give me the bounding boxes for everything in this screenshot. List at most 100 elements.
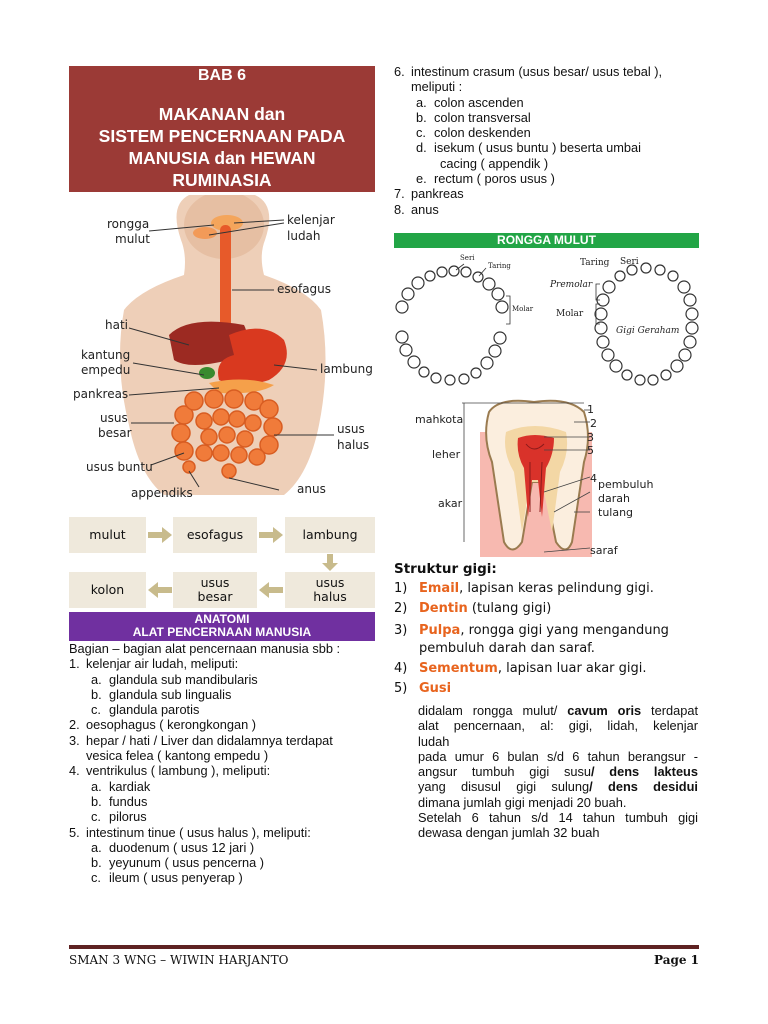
label-tulang: tulang	[598, 506, 634, 519]
list-item-number: 8.	[394, 201, 405, 217]
list-item-number: 3.	[69, 732, 80, 748]
tooth-structure-figure: mahkota leher akar 1 2 3 5 4 pembuluh da…	[394, 392, 699, 560]
label-mahkota: mahkota	[415, 413, 464, 426]
list-item: e.rectum ( poros usus )	[394, 171, 699, 186]
dental-arch-illustration	[395, 262, 699, 386]
struktur-item-term: Gusi	[419, 681, 452, 696]
title-line-3: MANUSIA dan HEWAN	[128, 148, 316, 168]
footer-page-number: Page 1	[654, 953, 700, 967]
list-item-text: glandula sub lingualis	[109, 686, 232, 702]
struktur-item: 2) Dentin (tulang gigi)	[394, 601, 699, 616]
struktur-item-desc: (tulang gigi)	[467, 601, 552, 616]
para-line: didalam rongga mulut/ cavum oris terdapa…	[418, 703, 698, 718]
struktur-item-term: Dentin	[419, 601, 468, 616]
list-item-number: 2.	[69, 717, 80, 733]
label-num-5: 5	[587, 444, 594, 457]
tooth-cross-section-illustration	[462, 399, 592, 557]
list-item-number: c.	[91, 809, 101, 825]
anatomi-heading: ANATOMI ALAT PENCERNAAN MANUSIA	[69, 612, 375, 641]
struktur-item-desc: , rongga gigi yang mengandung	[460, 623, 669, 638]
arrow-left-icon	[148, 582, 172, 598]
list-item-number: c.	[416, 125, 426, 141]
label-premolar: Premolar	[550, 280, 593, 290]
list-item-number: 4.	[69, 763, 80, 779]
anatomi-heading-line2: ALAT PENCERNAAN MANUSIA	[132, 625, 312, 639]
footer-divider	[69, 945, 699, 949]
struktur-item: 3)Pulpa, rongga gigi yang mengandung	[394, 623, 699, 638]
flow-usus-halus: usus halus	[285, 572, 375, 608]
struktur-item-number: 4)	[394, 661, 408, 676]
list-item-text: intestinum crasum (usus besar/ usus teba…	[411, 64, 663, 79]
struktur-item-term: Pulpa	[419, 623, 461, 638]
struktur-item: pembuluh darah dan saraf.	[394, 641, 699, 656]
struktur-item-desc: , lapisan luar akar gigi.	[497, 661, 647, 676]
list-item: c.colon deskenden	[394, 125, 699, 140]
para-text: yang disusul gigi sulung	[418, 779, 590, 795]
label-gigi-geraham: Gigi Geraham	[616, 326, 680, 336]
label-usus-halus-1: usus	[337, 422, 365, 436]
label-num-4: 4	[590, 472, 597, 485]
label-hati: hati	[105, 318, 128, 332]
para-line: dimana jumlah gigi menjadi 20 buah.	[418, 794, 627, 810]
para-line: angsur tumbuh gigi susu/ dens lakteus	[418, 764, 698, 779]
list-item: b.fundus	[69, 794, 375, 809]
rongga-mulut-paragraph: didalam rongga mulut/ cavum oris terdapa…	[418, 703, 698, 841]
struktur-gigi-heading: Struktur gigi:	[394, 561, 497, 577]
list-item-text: vesica felea ( kantong empedu )	[86, 748, 269, 764]
list-item: b.glandula sub lingualis	[69, 687, 375, 702]
digestive-system-figure: rongga mulut kelenjar ludah esofagus hat…	[69, 191, 375, 507]
label-num-1: 1	[587, 403, 594, 416]
list-item-text: kardiak	[109, 778, 151, 794]
title-line-1: MAKANAN dan	[158, 104, 286, 124]
struktur-item: 5)Gusi	[394, 681, 699, 696]
list-item: 3.hepar / hati / Liver dan didalamnya te…	[69, 733, 375, 748]
anatomi-heading-line1: ANATOMI	[194, 612, 250, 626]
list-item-text: rectum ( poros usus )	[434, 171, 555, 187]
dental-arch-figure: Seri Taring Molar Taring Seri Premolar M…	[394, 252, 699, 392]
flow-usus-besar: usus besar	[173, 572, 257, 608]
label-empedu: empedu	[81, 363, 131, 377]
list-item: a.colon ascenden	[394, 95, 699, 110]
label-pankreas: pankreas	[73, 387, 129, 401]
list-item-number: a.	[91, 839, 102, 855]
list-item-number: b.	[416, 109, 427, 125]
label-taring-left: Taring	[488, 262, 511, 270]
label-molar-left: Molar	[512, 305, 534, 313]
label-lambung: lambung	[320, 362, 373, 376]
rongga-mulut-heading: RONGGA MULUT	[394, 233, 699, 248]
para-line: Setelah 6 tahun s/d 14 tahun tumbuh gigi	[418, 810, 698, 826]
label-leher: leher	[432, 448, 461, 461]
list-item-number: b.	[91, 855, 102, 871]
list-item: b. yeyunum ( usus pencerna )	[69, 855, 375, 870]
list-item: 1.kelenjar air ludah, meliputi:	[69, 656, 375, 671]
struktur-item: 1)Email, lapisan keras pelindung gigi.	[394, 581, 699, 596]
label-usus-besar-1: usus	[100, 411, 128, 425]
struktur-item-number: 2)	[394, 601, 408, 616]
list-item-number: a.	[91, 671, 102, 687]
list-item: 8. anus	[394, 202, 699, 217]
para-text: terdapat	[641, 703, 698, 718]
list-item-number: 6.	[394, 64, 405, 79]
title-line-4: RUMINASIA	[172, 170, 272, 190]
label-seri-right: Seri	[620, 257, 639, 267]
list-item-text: cacing ( appendik )	[440, 155, 549, 171]
list-item-text: fundus	[109, 793, 148, 809]
label-seri-left: Seri	[460, 254, 475, 262]
flow-mulut: mulut	[69, 517, 146, 553]
list-item-number: a.	[91, 778, 102, 794]
list-item: a. glandula sub mandibularis	[69, 672, 375, 687]
flow-usus-halus-line2: halus	[313, 589, 347, 604]
flow-usus-besar-line2: besar	[197, 589, 233, 604]
list-item-text: pankreas	[411, 186, 464, 202]
list-item-text: glandula sub mandibularis	[109, 671, 258, 687]
label-taring-right: Taring	[580, 258, 610, 268]
footer-author: SMAN 3 WNG – WIWIN HARJANTO	[69, 953, 289, 967]
list-item-text: kelenjar air ludah, meliputi:	[86, 656, 239, 672]
struktur-item-term: Email	[419, 581, 460, 596]
label-num-2: 2	[590, 417, 597, 430]
list-item-text: yeyunum ( usus pencerna )	[109, 855, 265, 871]
list-item-text: anus	[411, 201, 439, 217]
struktur-item: 4)Sementum, lapisan luar akar gigi.	[394, 661, 699, 676]
list-item-text: colon ascenden	[434, 94, 524, 110]
para-text: angsur tumbuh gigi susu	[418, 764, 591, 780]
